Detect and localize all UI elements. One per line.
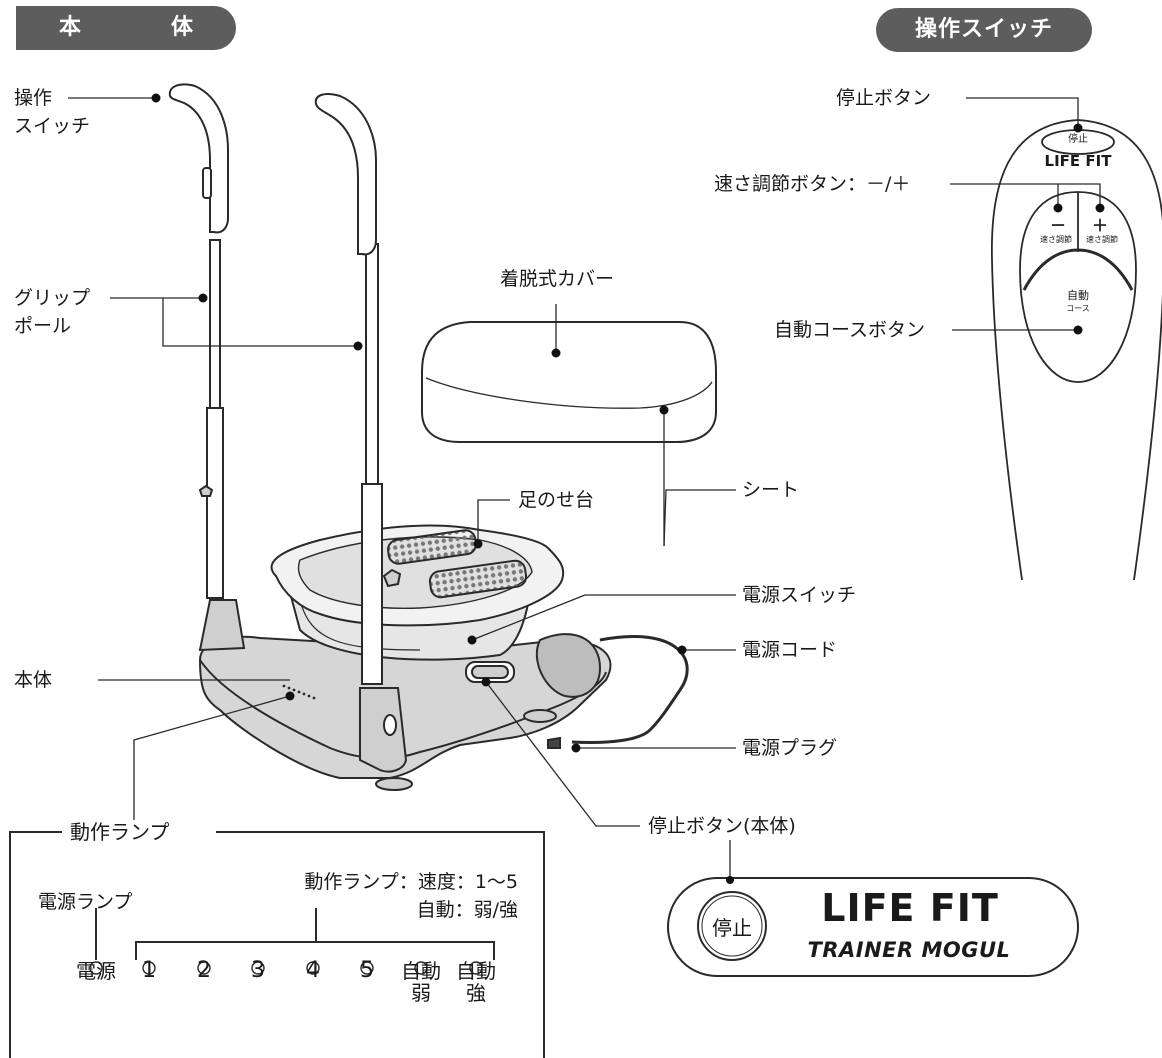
brand-panel-model: TRAINER MOGUL (807, 938, 1011, 962)
label-power-plug: 電源プラグ (742, 737, 838, 759)
remote-drawing (991, 119, 1162, 581)
label-footrest: 足のせ台 (518, 489, 595, 511)
brand-panel-frame (667, 877, 1079, 977)
label-main-unit: 本体 (14, 669, 53, 691)
label-stop-button-unit: 停止ボタン(本体) (648, 815, 796, 837)
label-grip-pole-1: グリップ (14, 287, 91, 309)
remote-plus-key: ＋ (1091, 216, 1108, 235)
remote-stop-key: 停止 (1068, 134, 1088, 145)
label-remote-stop: 停止ボタン (836, 87, 932, 109)
leader-dots (151, 93, 687, 753)
lamp-speed-3: 3 (251, 958, 265, 983)
power-lamp-label: 電源ランプ (38, 891, 133, 913)
label-control-switch-2: スイッチ (14, 115, 91, 137)
remote-auto-key-1: 自動 (1067, 289, 1089, 302)
lamp-speed-1: 1 (142, 958, 156, 983)
label-remote-auto: 自動コースボタン (774, 319, 926, 341)
lamp-panel-desc-1: 動作ランプ：速度：1〜5 (304, 871, 518, 893)
label-remote-speed: 速さ調節ボタン：－/＋ (714, 173, 911, 195)
lamp-indicators (89, 961, 483, 975)
lamp-speed-5: 5 (360, 958, 374, 983)
lamp-panel-frame (9, 831, 545, 1058)
lamp-panel-title: 動作ランプ (70, 820, 170, 844)
remote-dots (1053, 123, 1105, 335)
remote-brand-logo: LIFE FIT (1044, 152, 1112, 170)
leader-lines (68, 97, 736, 880)
label-grip-pole-2: ポール (14, 315, 72, 337)
control-switch-header: 操作スイッチ (876, 8, 1092, 52)
lamp-auto-weak: 自動弱 (401, 959, 441, 1005)
lamp-speed-4: 4 (306, 958, 320, 983)
lamp-panel-desc-2: 自動：弱/強 (416, 899, 518, 921)
brand-panel-logo: LIFE FIT (821, 886, 999, 930)
remote-minus-key: － (1049, 216, 1066, 235)
label-power-cord: 電源コード (742, 639, 838, 661)
remote-auto-key-2: コース (1066, 304, 1090, 313)
brand-panel-stop-key: 停止 (712, 916, 752, 940)
label-control-switch-1: 操作 (14, 87, 53, 109)
label-power-switch: 電源スイッチ (742, 584, 857, 606)
lamp-power: 電源 (76, 959, 116, 983)
lamp-auto-strong: 自動強 (456, 959, 496, 1005)
label-seat: シート (742, 479, 800, 501)
lamp-speed-2: 2 (197, 958, 211, 983)
label-removable-cover: 着脱式カバー (500, 268, 615, 290)
remote-speed-small-left: 速さ調節 (1040, 235, 1072, 244)
remote-speed-small-right: 速さ調節 (1086, 235, 1118, 244)
main-unit-drawing (168, 83, 717, 791)
main-body-header: 本 体 (16, 6, 236, 50)
